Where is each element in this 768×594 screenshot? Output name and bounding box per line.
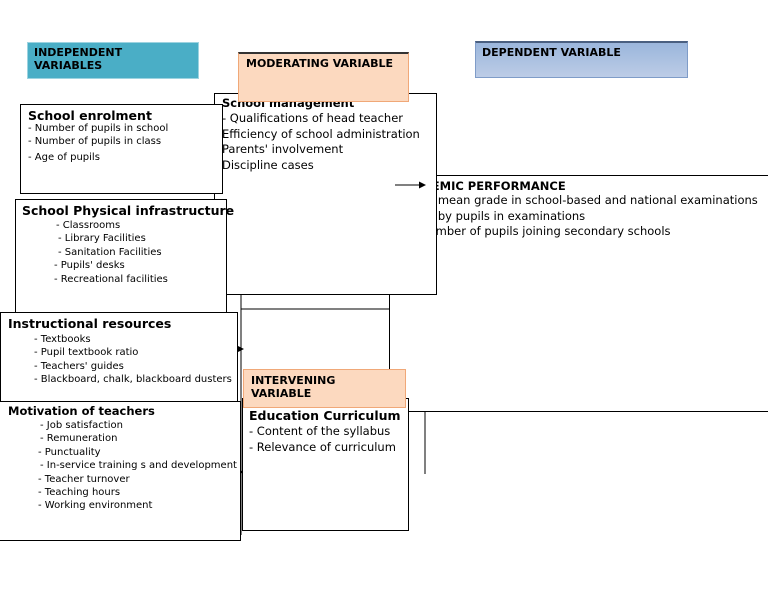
- list-item: Parents' involvement: [222, 142, 344, 157]
- independent-variables-label: INDEPENDENT VARIABLES: [34, 46, 123, 72]
- instructional-resources-title: Instructional resources: [8, 316, 172, 331]
- moderating-variable-label: MODERATING VARIABLE: [246, 57, 393, 70]
- school-enrolment-box: School enrolment - Number of pupils in s…: [20, 104, 223, 194]
- list-item: - Blackboard, chalk, blackboard dusters: [34, 374, 232, 386]
- list-item: - Job satisfaction: [40, 420, 123, 431]
- list-item: Efficiency of school administration: [222, 126, 420, 141]
- education-curriculum-box: Education Curriculum - Content of the sy…: [242, 398, 409, 531]
- list-item: - In-service training s and development: [40, 460, 237, 472]
- list-item: - Remuneration: [40, 433, 118, 445]
- list-item: - Recreational facilities: [54, 273, 168, 285]
- list-item: School mean grade in school-based and na…: [396, 193, 758, 207]
- list-item: - Number of pupils in school: [28, 123, 169, 134]
- school-enrolment-title: School enrolment: [28, 108, 152, 123]
- list-item: The number of pupils joining secondary s…: [396, 224, 671, 239]
- list-item: - Pupils' desks: [54, 260, 125, 272]
- list-item: - Number of pupils in class: [28, 136, 162, 148]
- list-item: Discipline cases: [222, 157, 314, 172]
- intervening-variable-header: INTERVENING VARIABLE: [243, 369, 406, 408]
- academic-performance-title: ACADEMIC PERFORMANCE: [396, 179, 566, 193]
- list-item: - Relevance of curriculum: [249, 439, 396, 454]
- dependent-variable-label: DEPENDENT VARIABLE: [482, 46, 621, 59]
- independent-variables-header: INDEPENDENT VARIABLES: [27, 42, 199, 79]
- school-management-box: School management - Qualifications of he…: [214, 93, 437, 295]
- list-item: Scores by pupils in examinations: [396, 208, 586, 223]
- education-curriculum-title: Education Curriculum: [249, 408, 401, 423]
- motivation-box: Motivation of teachers - Job satisfactio…: [0, 401, 241, 541]
- physical-infrastructure-box: School Physical infrastructure - Classro…: [15, 199, 234, 313]
- dependent-variable-header: DEPENDENT VARIABLE: [475, 41, 688, 78]
- list-item: - Sanitation Facilities: [58, 246, 162, 258]
- list-item: - Content of the syllabus: [249, 424, 391, 438]
- list-item: - Teacher turnover: [38, 473, 130, 485]
- list-item: - Age of pupils: [28, 151, 100, 163]
- list-item: - Classrooms: [56, 220, 121, 231]
- motivation-title: Motivation of teachers: [8, 404, 155, 418]
- physical-infrastructure-title: School Physical infrastructure: [22, 203, 235, 218]
- list-item: - Pupil textbook ratio: [34, 347, 139, 359]
- academic-performance-box: ACADEMIC PERFORMANCE School mean grade i…: [389, 175, 768, 412]
- list-item: - Library Facilities: [58, 233, 146, 245]
- instructional-resources-box: Instructional resources - Textbooks - Pu…: [0, 312, 238, 404]
- list-item: - Working environment: [38, 500, 153, 512]
- intervening-variable-label: INTERVENING VARIABLE: [251, 374, 336, 400]
- list-item: - Teaching hours: [38, 487, 121, 499]
- moderating-variable-header: MODERATING VARIABLE: [238, 52, 409, 102]
- list-item: - Teachers' guides: [34, 360, 124, 372]
- list-item: - Textbooks: [34, 334, 91, 345]
- list-item: - Punctuality: [38, 446, 101, 458]
- list-item: - Qualifications of head teacher: [222, 111, 404, 125]
